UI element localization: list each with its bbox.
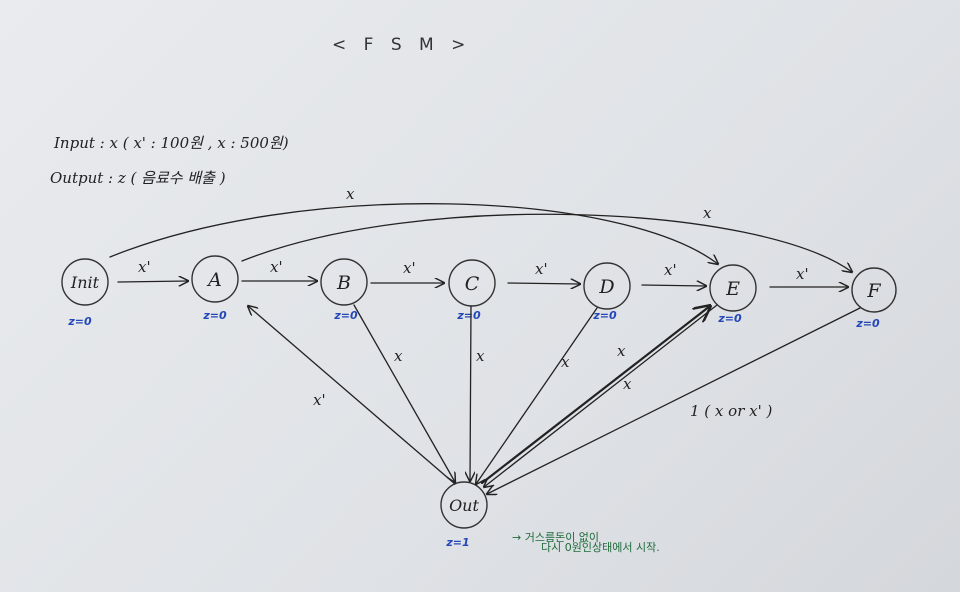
legend-output: Output : z ( 음료수 배출 ) — [50, 169, 226, 187]
label-c-out: x — [476, 347, 485, 365]
diagram-title: < F S M > — [332, 35, 471, 55]
state-e: E z=0 — [709, 264, 757, 325]
edge-c-d — [507, 283, 580, 284]
label-init-e: x — [346, 185, 355, 203]
label-c-d: x' — [535, 260, 548, 278]
state-init-output: z=0 — [67, 315, 92, 328]
state-c-output: z=0 — [456, 309, 481, 322]
edge-out-e — [480, 306, 710, 485]
label-d-e: x' — [664, 261, 677, 279]
note-line1: → 거스름돈이 없이 — [512, 531, 599, 544]
label-b-c: x' — [403, 259, 416, 277]
edge-out-a — [248, 306, 456, 485]
state-d-output: z=0 — [592, 309, 617, 322]
state-e-label: E — [725, 278, 740, 300]
state-f-output: z=0 — [855, 317, 880, 330]
edge-d-e — [641, 285, 706, 286]
edge-init-e — [109, 203, 718, 264]
state-c-label: C — [465, 273, 480, 295]
label-e-f: x' — [796, 265, 809, 283]
state-out-output: z=1 — [445, 536, 469, 549]
state-c: C z=0 — [448, 259, 496, 322]
state-init: Init z=0 — [61, 258, 109, 328]
state-d-label: D — [598, 276, 614, 298]
edge-d-out — [476, 307, 598, 484]
note-line2: 다시 0원인상태에서 시작. — [541, 541, 660, 554]
state-d: D z=0 — [583, 262, 631, 322]
label-b-out: x — [394, 347, 403, 365]
edge-b-out — [353, 304, 455, 482]
state-b-label: B — [336, 272, 351, 294]
state-f-label: F — [866, 280, 881, 302]
label-d-out: x — [561, 353, 570, 371]
state-a-label: A — [206, 269, 222, 291]
legend-input: Input : x ( x' : 100원 , x : 500원) — [53, 134, 289, 152]
label-a-b: x' — [270, 258, 283, 276]
label-out-a: x' — [313, 391, 326, 409]
label-init-a: x' — [138, 258, 151, 276]
state-b: B z=0 — [320, 258, 368, 322]
edge-a-f — [241, 213, 852, 272]
edge-e-out — [484, 304, 718, 487]
label-a-f: x — [703, 204, 712, 222]
edge-c-out — [470, 305, 471, 481]
state-e-output: z=0 — [717, 312, 742, 325]
state-out: Out z=1 — [440, 481, 488, 549]
label-f-out: 1 ( x or x' ) — [690, 402, 772, 420]
label-out-e: x — [617, 342, 626, 360]
state-f: F z=0 — [851, 267, 897, 330]
state-init-label: Init — [70, 273, 100, 292]
state-a-output: z=0 — [202, 309, 227, 322]
edge-f-out — [487, 307, 861, 494]
label-e-out: x — [623, 375, 632, 393]
edge-init-a — [117, 281, 188, 282]
state-out-label: Out — [449, 496, 479, 515]
state-b-output: z=0 — [333, 309, 358, 322]
state-a: A z=0 — [191, 255, 239, 322]
